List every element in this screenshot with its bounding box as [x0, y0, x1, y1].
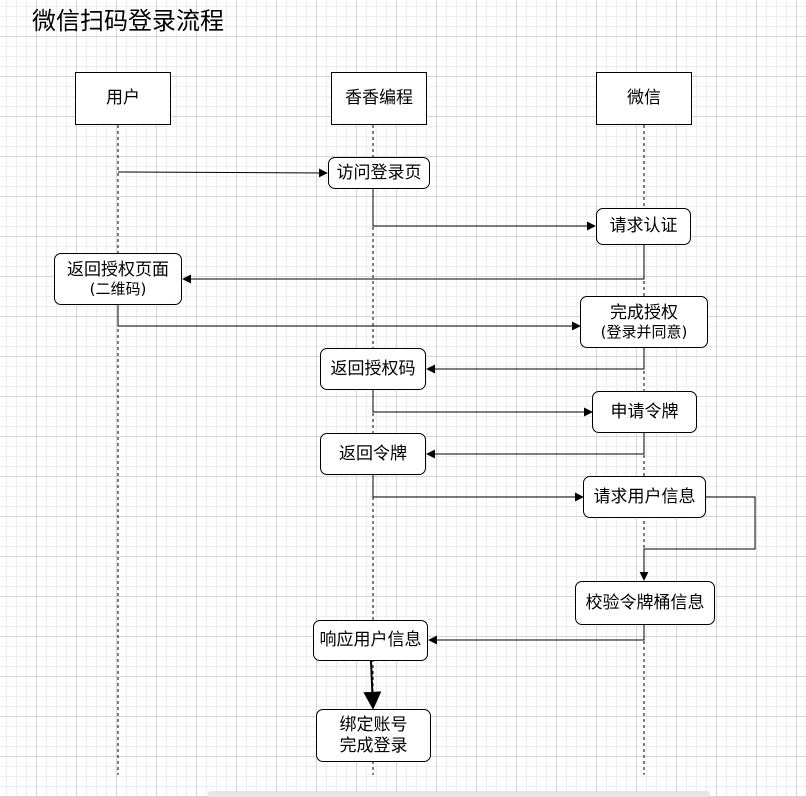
step-complete-auth: 完成授权 (登录并同意) — [580, 296, 708, 348]
arrow-request-userinfo — [372, 475, 584, 502]
step-verify-token: 校验令牌桶信息 — [575, 581, 715, 625]
step-request-userinfo: 请求用户信息 — [583, 476, 706, 518]
arrow-finish — [363, 660, 382, 710]
step-respond-userinfo: 响应用户信息 — [313, 620, 428, 661]
step-return-auth-page-line2: (二维码) — [89, 280, 147, 299]
diagram-title: 微信扫码登录流程 — [32, 7, 224, 35]
horizontal-scrollbar[interactable] — [208, 791, 710, 797]
step-return-auth-code: 返回授权码 — [320, 348, 426, 390]
arrow-apply-token — [372, 390, 593, 417]
arrow-respond-userinfo — [428, 625, 645, 645]
step-apply-token: 申请令牌 — [592, 391, 697, 433]
step-return-token: 返回令牌 — [320, 433, 426, 475]
arrow-self-loop — [639, 496, 756, 581]
step-finish: 绑定账号 完成登录 — [316, 709, 431, 762]
step-request-auth: 请求认证 — [596, 208, 691, 245]
arrow-return-auth-code — [426, 348, 645, 374]
step-return-auth-page: 返回授权页面 (二维码) — [54, 253, 182, 305]
step-visit-login: 访问登录页 — [328, 157, 430, 189]
arrow-visit-login — [117, 168, 328, 178]
step-return-auth-page-line1: 返回授权页面 — [67, 259, 169, 280]
step-complete-auth-line1: 完成授权 — [610, 302, 678, 323]
lane-site: 香香编程 — [331, 72, 427, 125]
lane-wechat: 微信 — [596, 72, 692, 125]
arrow-return-auth-page — [182, 245, 645, 284]
arrow-complete-auth — [117, 305, 581, 331]
step-complete-auth-line2: (登录并同意) — [600, 323, 688, 342]
arrow-request-auth — [372, 189, 596, 231]
step-finish-line1: 绑定账号 — [339, 715, 408, 736]
arrow-return-token — [426, 433, 645, 459]
step-finish-line2: 完成登录 — [339, 735, 408, 756]
lane-user: 用户 — [75, 72, 171, 125]
